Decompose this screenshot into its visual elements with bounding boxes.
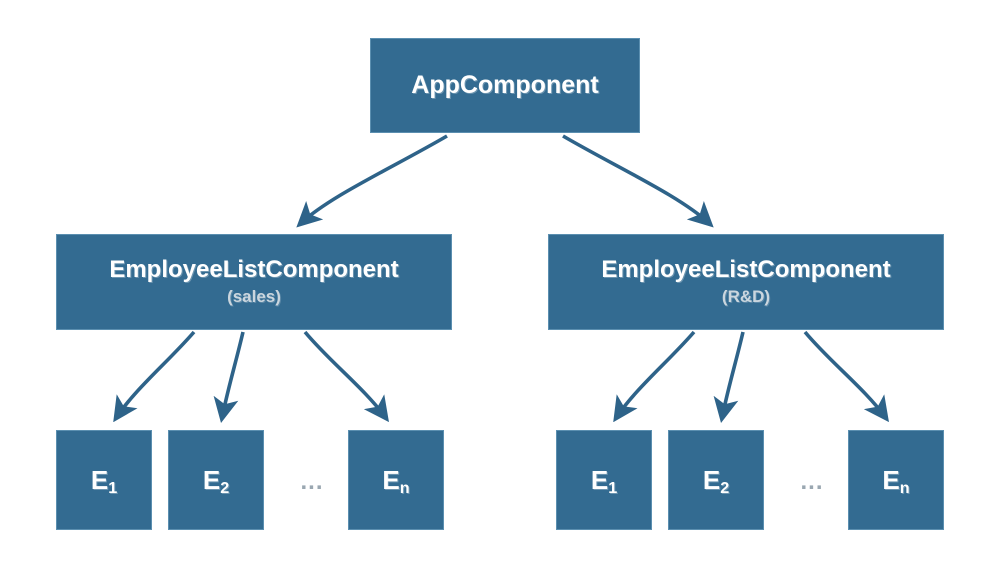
ellipsis-sales: ... (300, 468, 324, 495)
node-sales-employee-n-label: En (382, 464, 410, 498)
node-sales-employee-2-label: E2 (202, 464, 230, 498)
node-sales-employee-2[interactable]: E2 (168, 430, 264, 530)
leaf-base: E (702, 464, 721, 495)
node-app-component-label: AppComponent (411, 70, 599, 99)
node-sales-employee-n[interactable]: En (348, 430, 444, 530)
node-app-component[interactable]: AppComponent (370, 38, 640, 133)
node-sales-employee-1[interactable]: E1 (56, 430, 152, 530)
leaf-subscript: 1 (108, 479, 118, 498)
leaf-subscript: 1 (608, 479, 618, 498)
edge-rnd-to-en (803, 330, 889, 423)
leaf-subscript: 2 (220, 479, 230, 498)
leaf-base: E (382, 464, 400, 495)
node-employee-list-rnd[interactable]: EmployeeListComponent (R&D) (548, 234, 944, 330)
edge-app-to-rnd (562, 134, 714, 228)
node-employee-list-sales[interactable]: EmployeeListComponent (sales) (56, 234, 452, 330)
leaf-subscript: 2 (720, 479, 730, 498)
edge-app-to-sales (296, 134, 448, 228)
leaf-base: E (90, 464, 109, 495)
node-rnd-employee-2-label: E2 (702, 464, 730, 498)
node-employee-list-rnd-label: EmployeeListComponent (601, 255, 891, 283)
leaf-subscript: n (899, 479, 910, 498)
node-rnd-employee-n-label: En (882, 464, 910, 498)
node-rnd-employee-n[interactable]: En (848, 430, 944, 530)
edge-sales-to-e2 (213, 331, 245, 423)
leaf-base: E (202, 464, 221, 495)
edge-rnd-to-e1 (613, 330, 696, 423)
node-employee-list-sales-label: EmployeeListComponent (109, 255, 399, 283)
edge-sales-to-e1 (113, 330, 196, 423)
leaf-subscript: n (399, 479, 410, 498)
node-employee-list-rnd-subtitle: (R&D) (721, 287, 771, 307)
leaf-base: E (590, 464, 609, 495)
node-rnd-employee-1[interactable]: E1 (556, 430, 652, 530)
leaf-base: E (882, 464, 900, 495)
ellipsis-rnd: ... (800, 468, 824, 495)
edge-rnd-to-e2 (713, 331, 745, 423)
node-employee-list-sales-subtitle: (sales) (227, 287, 281, 307)
node-rnd-employee-1-label: E1 (590, 464, 618, 498)
node-sales-employee-1-label: E1 (90, 464, 118, 498)
edge-sales-to-en (303, 330, 389, 423)
node-rnd-employee-2[interactable]: E2 (668, 430, 764, 530)
